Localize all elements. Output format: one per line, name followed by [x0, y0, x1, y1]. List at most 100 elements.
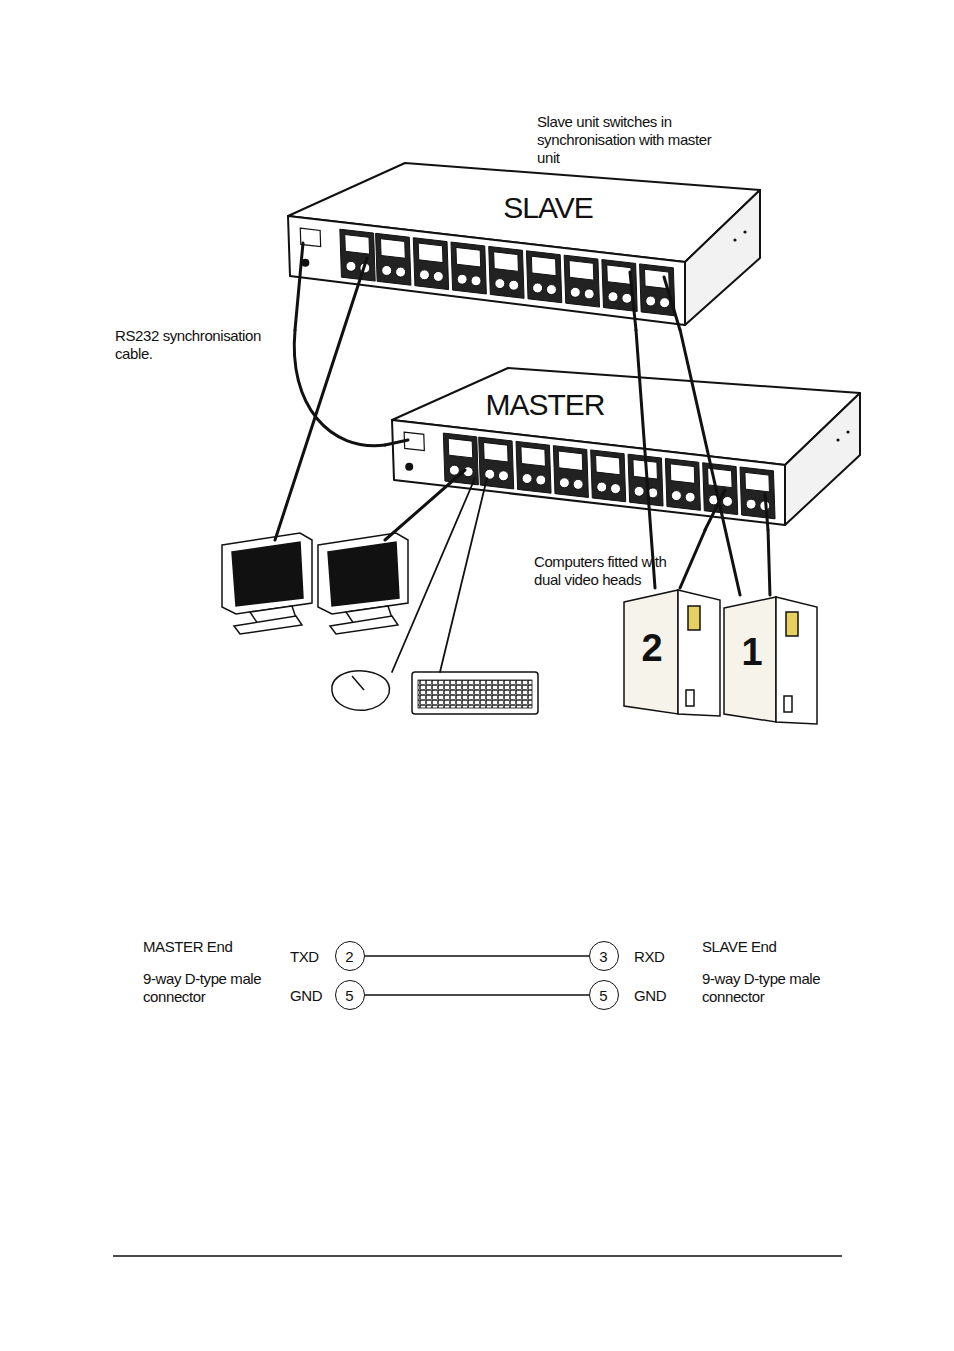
video-port [569, 261, 594, 281]
video-port [607, 265, 632, 285]
ps2-port [498, 471, 508, 481]
computer-2-right [678, 590, 720, 716]
annotation: GND [634, 987, 666, 1005]
monitor-right-screen [328, 542, 399, 606]
annotation: Computers fitted with dual video heads [534, 553, 684, 589]
video-port [456, 247, 481, 267]
ps2-port [396, 267, 406, 277]
pin-number: 5 [345, 986, 353, 1003]
slave-unit-name: SLAVE [503, 191, 593, 225]
computer: 2 [622, 588, 720, 723]
ps2-port [536, 475, 546, 485]
annotation: 9-way D-type male connector [143, 970, 283, 1006]
mouse-cable [392, 478, 475, 672]
pin-circle: 2 [335, 941, 365, 971]
video-port [521, 447, 546, 467]
master-front [392, 420, 785, 525]
ps2-port [646, 296, 656, 306]
computer-name: 1 [741, 631, 762, 674]
monitor-left-screen [232, 542, 303, 606]
computer-2-drive [688, 606, 700, 630]
screw [846, 430, 849, 433]
ps2-port [346, 261, 356, 271]
cables [275, 243, 768, 672]
screw [743, 230, 746, 233]
video-port [418, 243, 443, 263]
ps2-port [722, 496, 732, 506]
port-block [376, 233, 411, 285]
video-cable [680, 330, 740, 595]
screw [733, 238, 736, 241]
ps2-port [584, 289, 594, 299]
computer-1-drive [786, 612, 798, 636]
ps2-port [634, 486, 644, 496]
monitor-left-base [234, 616, 302, 634]
wire [365, 995, 589, 996]
port-block [340, 229, 375, 281]
slave-front [288, 216, 685, 325]
computer-1-left [724, 597, 776, 722]
video-port [558, 451, 583, 471]
video-port [596, 455, 621, 475]
video-port [494, 252, 519, 272]
ps2-port [660, 298, 670, 308]
ps2-port [449, 465, 459, 475]
mouse-and-keyboard [332, 671, 538, 714]
ps2-port [610, 484, 620, 494]
footer-rule [113, 1255, 842, 1257]
wire [365, 955, 589, 956]
annotation: RXD [634, 948, 664, 966]
ps2-port [559, 478, 569, 488]
port-block [413, 238, 448, 290]
ps2-port [471, 276, 481, 286]
ps2-port [382, 265, 392, 275]
port-block [451, 242, 486, 294]
annotation: 9-way D-type male connector [702, 970, 842, 1006]
ps2-port [622, 293, 632, 303]
pin-circle: 3 [589, 941, 619, 971]
annotation: GND [290, 987, 322, 1005]
port-block [564, 255, 599, 307]
ps2-port [597, 482, 607, 492]
keyboard [412, 672, 538, 714]
rs232-stub-master [385, 440, 408, 445]
port-block [665, 458, 700, 510]
port-block [740, 467, 775, 519]
slave-housing [288, 163, 760, 325]
computer-1-right [776, 597, 817, 724]
slave-side [685, 190, 760, 325]
slave-unit: SLAVE [280, 160, 765, 330]
master-side [785, 393, 860, 525]
ps2-port [573, 479, 583, 489]
annotation: SLAVE End [702, 938, 842, 956]
ps2-port [671, 491, 681, 501]
master-unit: MASTER [385, 365, 865, 530]
monitor-left [222, 533, 312, 614]
video-cable [636, 330, 655, 588]
wire [365, 994, 589, 995]
annotation: MASTER End [143, 938, 283, 956]
kvm-cable [768, 530, 770, 595]
cable-stub [664, 277, 680, 330]
kvm-cable [680, 530, 705, 588]
master-housing [392, 368, 860, 525]
side-screws [733, 230, 849, 441]
master-unit-name: MASTER [485, 388, 604, 422]
video-port [531, 256, 556, 276]
monitor-right-base [330, 616, 398, 634]
ps2-port [685, 492, 695, 502]
port-panels [300, 228, 775, 519]
screw [836, 438, 839, 441]
port-block [591, 450, 626, 502]
mouse-button [352, 676, 364, 690]
kvm-cable [768, 530, 770, 595]
video-cable [680, 330, 740, 595]
ps2-port [570, 287, 580, 297]
pin-number: 5 [599, 986, 607, 1003]
cable-stub [765, 494, 768, 530]
rs232-cable [294, 330, 385, 446]
pin-circle: 5 [589, 980, 619, 1010]
ps2-port [433, 271, 443, 281]
rs232-cable [294, 330, 385, 446]
